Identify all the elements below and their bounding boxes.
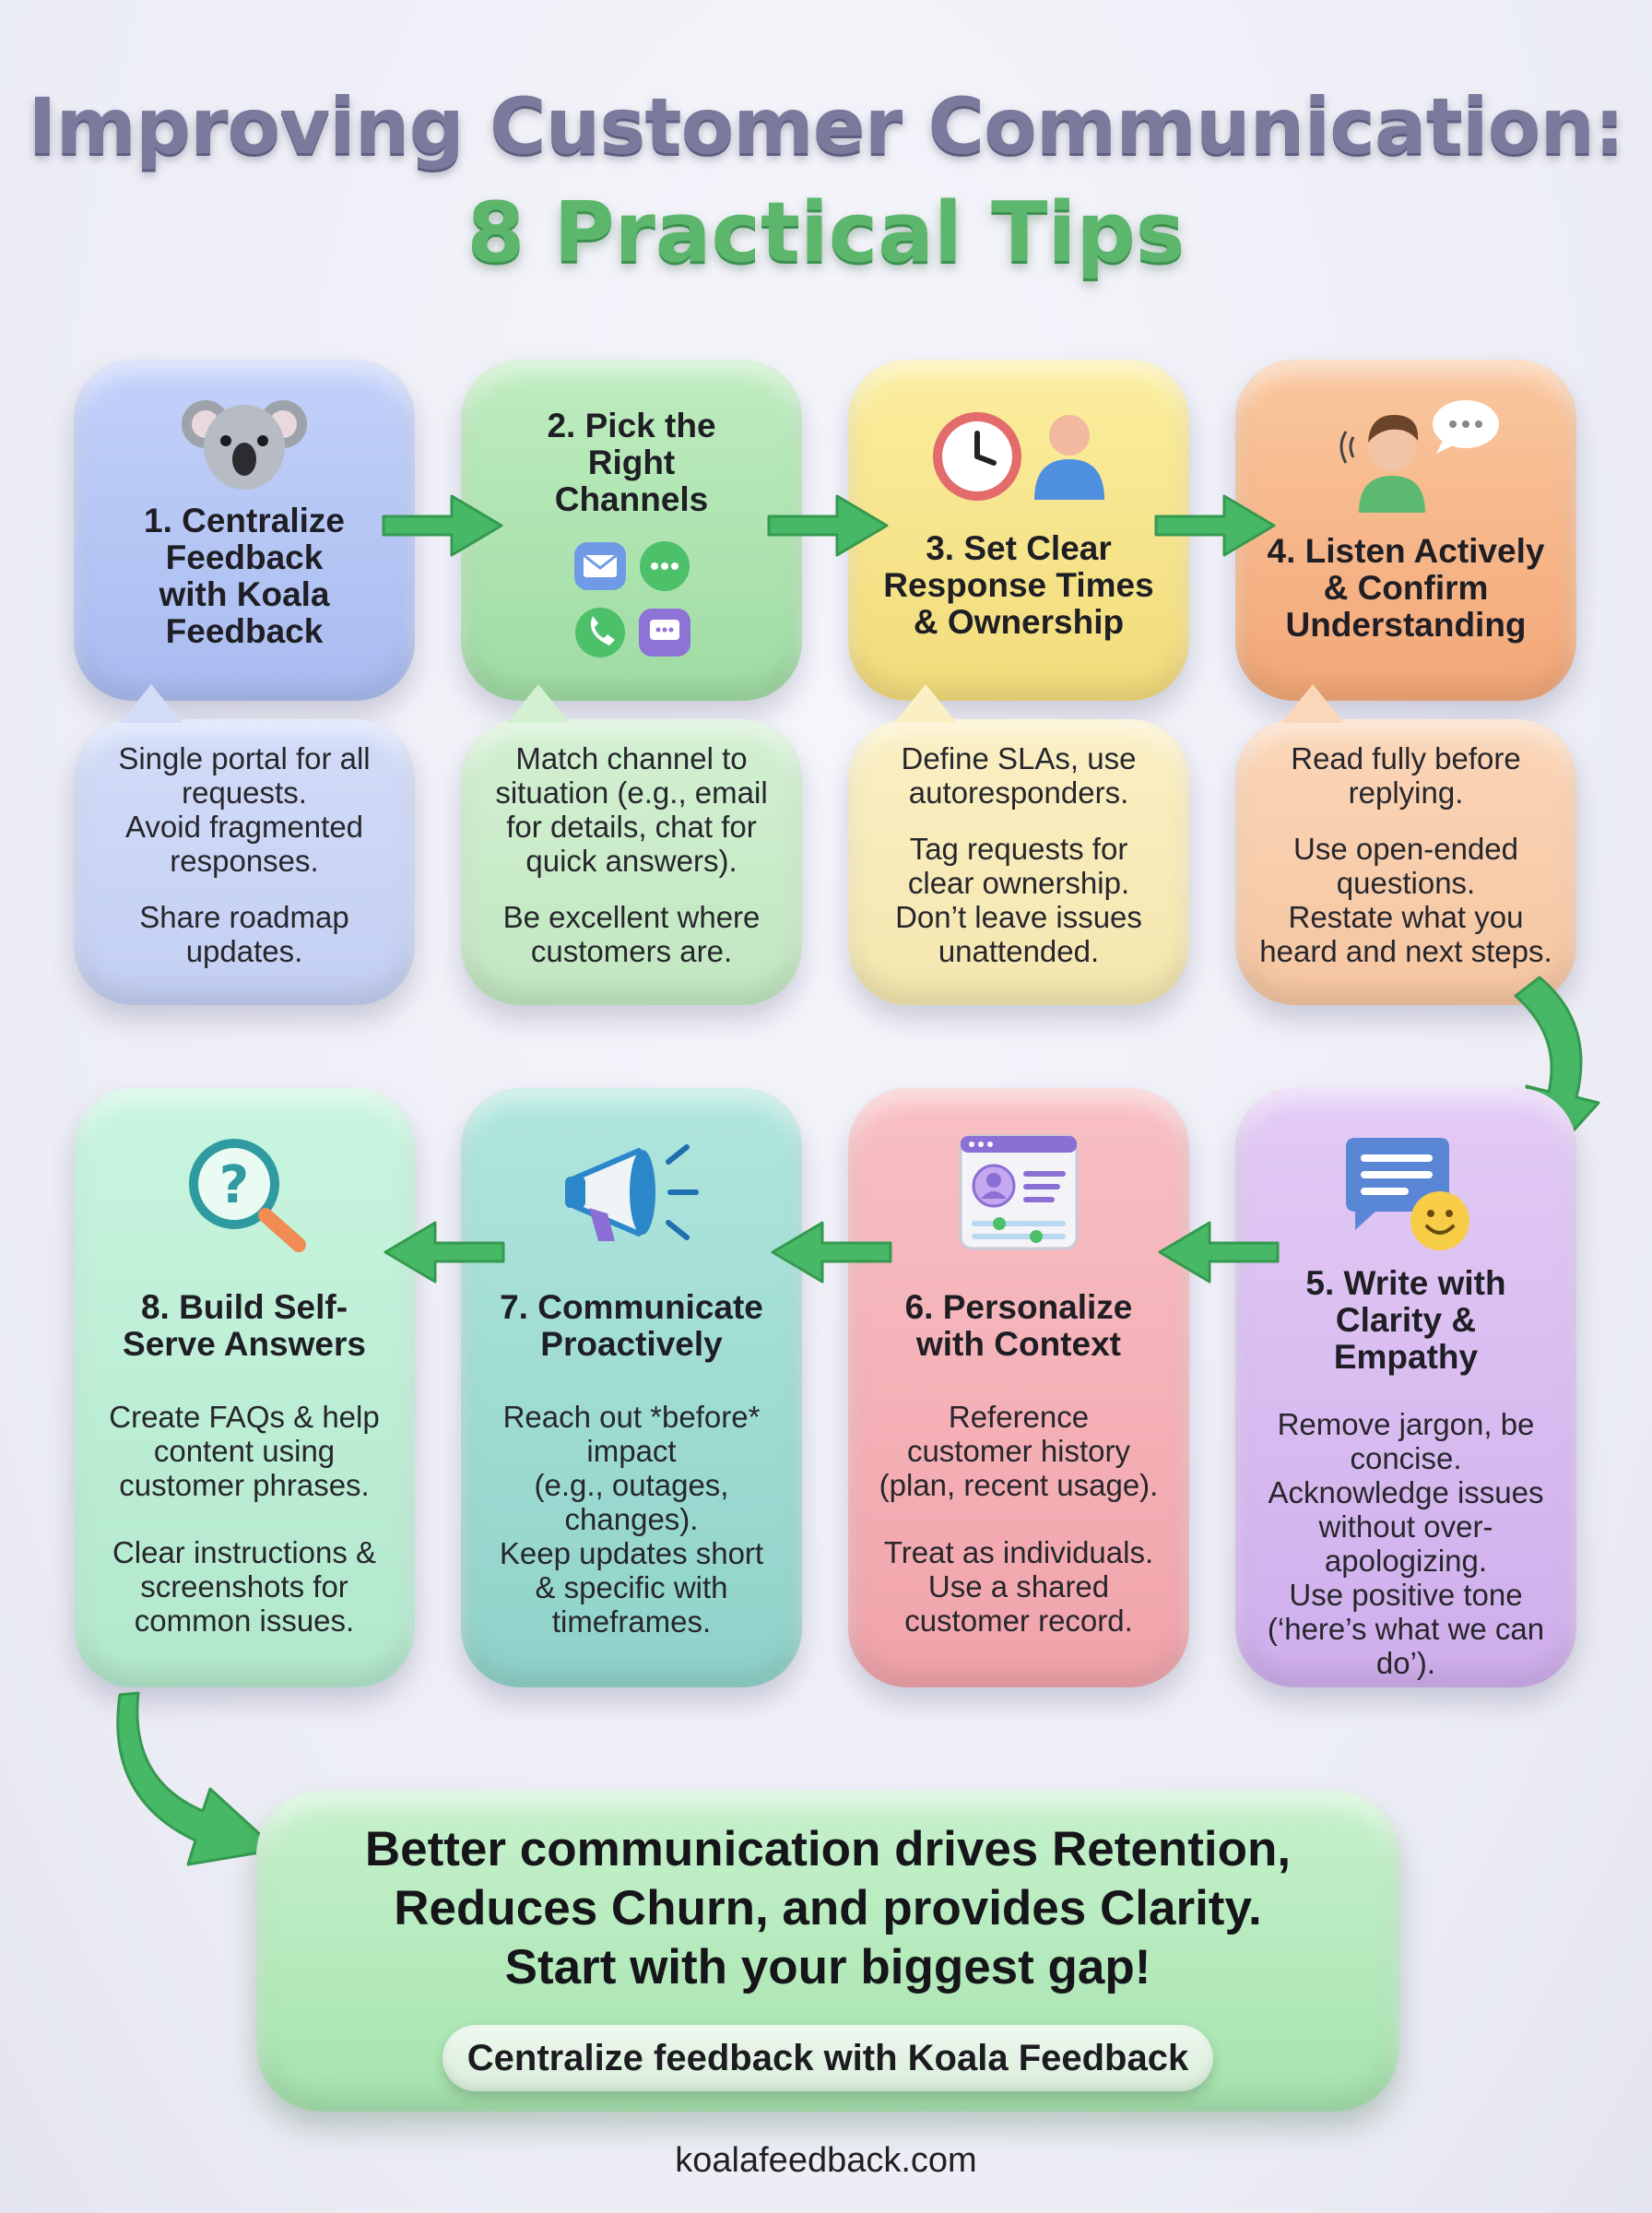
tip-4-details: Read fully before replying. Use open-end… [1235, 684, 1576, 1005]
tip-1-detail-1: Single portal for all requests. Avoid fr… [118, 741, 371, 878]
tip-8-card: ? 8. Build Self- Serve Answers Create FA… [74, 1088, 415, 1687]
channels-icon [574, 541, 690, 657]
tip-1-title: 1. Centralize Feedback with Koala Feedba… [144, 502, 345, 650]
megaphone-icon [565, 1144, 699, 1241]
profile-card-icon [959, 1134, 1079, 1250]
tip-1-card: 1. Centralize Feedback with Koala Feedba… [74, 360, 415, 701]
tip-3-title: 3. Set Clear Response Times & Ownership [883, 529, 1154, 641]
page-subtitle: 8 Practical Tips [466, 184, 1186, 281]
arrow-right-icon [382, 494, 503, 557]
arrow-left-icon [1158, 1221, 1280, 1284]
tip-2-card: 2. Pick the Right Channels [461, 360, 802, 701]
tip-2-detail-2: Be excellent where customers are. [502, 900, 761, 968]
cta-button[interactable]: Centralize feedback with Koala Feedback [442, 2025, 1213, 2091]
listening-person-icon [1339, 400, 1499, 513]
tip-3-detail-1: Define SLAs, use autoresponders. [901, 741, 1137, 810]
tip-6-detail-1: Reference customer history (plan, recent… [879, 1400, 1159, 1502]
chat-smiley-icon [1346, 1138, 1469, 1250]
tip-3-detail-2: Tag requests for clear ownership. Don’t … [895, 832, 1142, 968]
tip-8-detail-1: Create FAQs & help content using custome… [109, 1400, 380, 1502]
tip-4-detail-2: Use open-ended questions. Restate what y… [1259, 832, 1552, 968]
page-title: Improving Customer Communication: [28, 81, 1625, 172]
curved-arrow-down-icon [116, 1691, 278, 1866]
question-magnifier-icon: ? [189, 1139, 306, 1252]
tip-1-details: Single portal for all requests. Avoid fr… [74, 684, 415, 1005]
cta-banner: Better communication drives Retention, R… [256, 1791, 1399, 2112]
arrow-left-icon [771, 1221, 892, 1284]
tip-4-card: 4. Listen Actively & Confirm Understandi… [1235, 360, 1576, 701]
tip-1-detail-2: Share roadmap updates. [139, 900, 349, 968]
tip-8-title: 8. Build Self- Serve Answers [123, 1288, 366, 1363]
tip-5-detail-1: Remove jargon, be concise. Acknowledge i… [1267, 1407, 1545, 1680]
tip-4-title: 4. Listen Actively & Confirm Understandi… [1267, 532, 1545, 644]
tip-2-details: Match channel to situation (e.g., email … [461, 684, 802, 1005]
tip-7-detail-1: Reach out *before* impact (e.g., outages… [499, 1400, 764, 1639]
arrow-right-icon [1154, 494, 1276, 557]
arrow-left-icon [384, 1221, 505, 1284]
tip-5-card: 5. Write with Clarity & Empathy Remove j… [1235, 1088, 1576, 1687]
footer-url[interactable]: koalafeedback.com [675, 2141, 977, 2180]
tip-7-card: 7. Communicate Proactively Reach out *be… [461, 1088, 802, 1687]
tip-2-detail-1: Match channel to situation (e.g., email … [495, 741, 768, 878]
tip-6-title: 6. Personalize with Context [904, 1288, 1133, 1363]
tip-6-detail-2: Treat as individuals. Use a shared custo… [883, 1535, 1154, 1638]
tip-3-card: 3. Set Clear Response Times & Ownership [848, 360, 1189, 701]
tip-6-card: 6. Personalize with Context Reference cu… [848, 1088, 1189, 1687]
tip-3-details: Define SLAs, use autoresponders. Tag req… [848, 684, 1189, 1005]
clock-person-icon [933, 412, 1104, 501]
tip-7-title: 7. Communicate Proactively [500, 1288, 763, 1363]
tip-4-detail-1: Read fully before replying. [1291, 741, 1521, 810]
tip-5-title: 5. Write with Clarity & Empathy [1305, 1264, 1506, 1376]
tip-2-title: 2. Pick the Right Channels [547, 407, 716, 518]
arrow-right-icon [767, 494, 889, 557]
cta-message: Better communication drives Retention, R… [364, 1822, 1292, 1994]
svg-text:?: ? [219, 1155, 249, 1215]
koala-icon [182, 400, 307, 490]
tip-8-detail-2: Clear instructions & screenshots for com… [112, 1535, 377, 1638]
